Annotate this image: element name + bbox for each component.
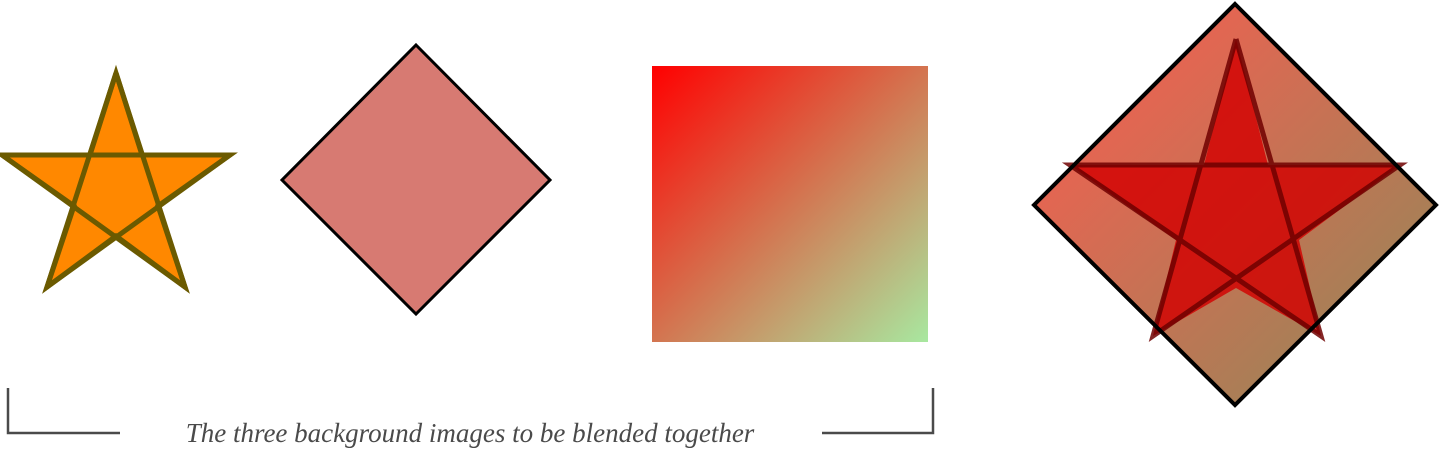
result-diamond-outline: [1031, 1, 1439, 408]
result-star-chords: [1061, 38, 1409, 342]
caption-bracket-left: [6, 388, 120, 435]
caption-bracket-right: [822, 388, 935, 435]
blended-result: [1031, 1, 1439, 408]
gradient-square: [652, 66, 928, 342]
diamond-shape: [279, 42, 553, 317]
result-star: [1070, 39, 1400, 336]
caption-text: The three background images to be blende…: [186, 418, 755, 448]
star-chords: [0, 72, 238, 294]
